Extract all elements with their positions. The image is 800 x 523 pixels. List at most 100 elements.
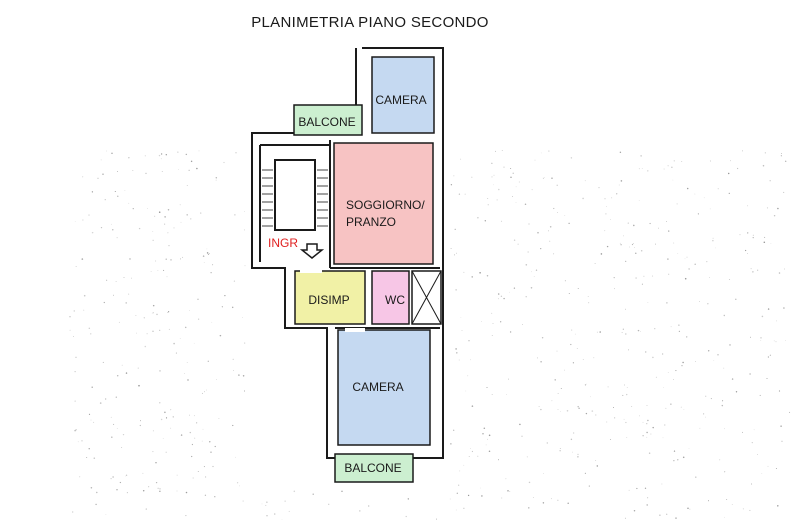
speck (125, 475, 126, 477)
speck (570, 157, 573, 159)
speck (184, 326, 187, 329)
speck (242, 375, 245, 377)
speck (762, 164, 765, 167)
speck (572, 362, 575, 364)
speck (525, 264, 528, 266)
speck (450, 184, 453, 186)
label-entrance: INGR (268, 236, 298, 250)
speck (666, 513, 668, 515)
speck (77, 441, 79, 443)
speck (90, 419, 92, 421)
speck (105, 398, 107, 400)
speck (528, 507, 530, 509)
speck (193, 342, 195, 344)
speck (699, 301, 700, 302)
speck (75, 266, 77, 267)
speck (647, 302, 649, 303)
speck (196, 167, 198, 170)
speck (145, 172, 147, 175)
speck (550, 498, 552, 500)
speck (761, 315, 764, 318)
speck (749, 336, 752, 338)
speck (713, 359, 715, 361)
speck (328, 503, 330, 505)
speck (176, 490, 178, 492)
speck (140, 420, 142, 422)
speck (629, 246, 630, 248)
speck (588, 302, 590, 304)
speck (493, 174, 495, 176)
speck (491, 393, 493, 396)
speck (666, 302, 668, 304)
speck (450, 443, 452, 445)
speck (741, 150, 744, 152)
speck (712, 237, 714, 239)
speck (564, 280, 566, 282)
speck (202, 428, 204, 430)
speck (166, 276, 168, 278)
speck (265, 504, 267, 506)
speck (688, 448, 690, 449)
speck (453, 175, 455, 177)
speck (564, 215, 566, 216)
speck (639, 415, 640, 417)
speck (164, 223, 166, 225)
speck (540, 247, 542, 250)
speck (266, 501, 268, 503)
speck (551, 400, 553, 402)
speck (477, 455, 479, 457)
speck (564, 369, 565, 371)
speck (503, 297, 505, 300)
speck (125, 302, 127, 304)
speck (460, 158, 462, 160)
speck (244, 211, 245, 212)
speck (112, 476, 114, 478)
speck (164, 216, 166, 218)
speck (766, 207, 769, 209)
speck (759, 394, 761, 396)
speck (618, 184, 620, 186)
speck (783, 191, 785, 193)
speck (125, 372, 128, 374)
speck (368, 505, 370, 507)
speck (776, 320, 777, 322)
speck (501, 150, 503, 151)
speck (235, 152, 237, 154)
speck (88, 327, 91, 330)
speck (769, 354, 772, 356)
speck (695, 360, 697, 362)
speck (497, 293, 500, 295)
speck (221, 306, 223, 308)
speck (159, 402, 161, 404)
speck (646, 423, 648, 425)
speck (560, 411, 562, 413)
speck (203, 262, 205, 263)
speck (312, 493, 314, 495)
speck (167, 311, 170, 313)
speck (620, 180, 623, 182)
speck (180, 221, 182, 223)
speck (684, 277, 687, 280)
speck (497, 298, 499, 300)
speck (69, 316, 71, 318)
speck (606, 421, 608, 423)
speck (747, 253, 748, 255)
speck (577, 456, 579, 458)
speck (521, 435, 523, 437)
speck (506, 393, 507, 395)
speck (170, 427, 172, 429)
speck (190, 160, 193, 163)
speck (234, 214, 236, 216)
speck (113, 423, 115, 425)
speck (708, 500, 709, 502)
speck (728, 192, 730, 195)
speck (186, 214, 188, 216)
speck (188, 169, 190, 171)
speck (158, 211, 161, 213)
speck (82, 176, 84, 178)
speck (589, 396, 591, 398)
speck (152, 430, 154, 432)
speck (341, 490, 343, 492)
speck (686, 256, 688, 258)
